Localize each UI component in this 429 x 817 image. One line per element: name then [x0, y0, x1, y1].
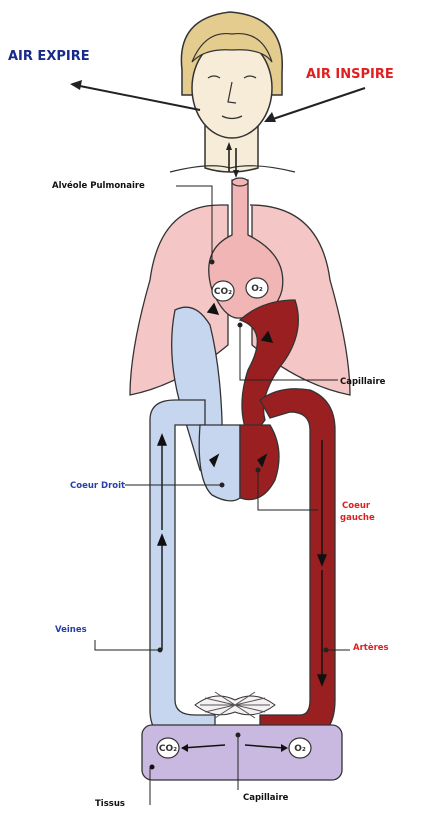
o2-lung-text: O₂: [251, 284, 263, 294]
right-heart: [199, 425, 240, 501]
co2-lung-text: CO₂: [214, 287, 232, 297]
coeur-droit-label: Coeur Droit: [70, 481, 125, 491]
tissue-capillary-network: [195, 692, 275, 718]
veines-label: Veines: [55, 625, 87, 635]
air-inspire-label: AIR INSPIRE: [306, 67, 394, 82]
coeur-gauche-label-1: Coeur: [342, 501, 371, 511]
coeur-gauche-label-2: gauche: [340, 513, 375, 523]
capillaire-bottom-label: Capillaire: [243, 793, 289, 803]
o2-tissue-text: O₂: [294, 744, 306, 754]
air-expire-label: AIR EXPIRE: [8, 49, 90, 64]
arteres-label: Artères: [353, 642, 389, 653]
tissus-label: Tissus: [95, 799, 125, 809]
co2-tissue-text: CO₂: [159, 744, 177, 754]
alveole-label: Alvéole Pulmonaire: [52, 180, 145, 191]
capillaire-top-label: Capillaire: [340, 377, 386, 387]
head-illustration: [170, 12, 295, 172]
